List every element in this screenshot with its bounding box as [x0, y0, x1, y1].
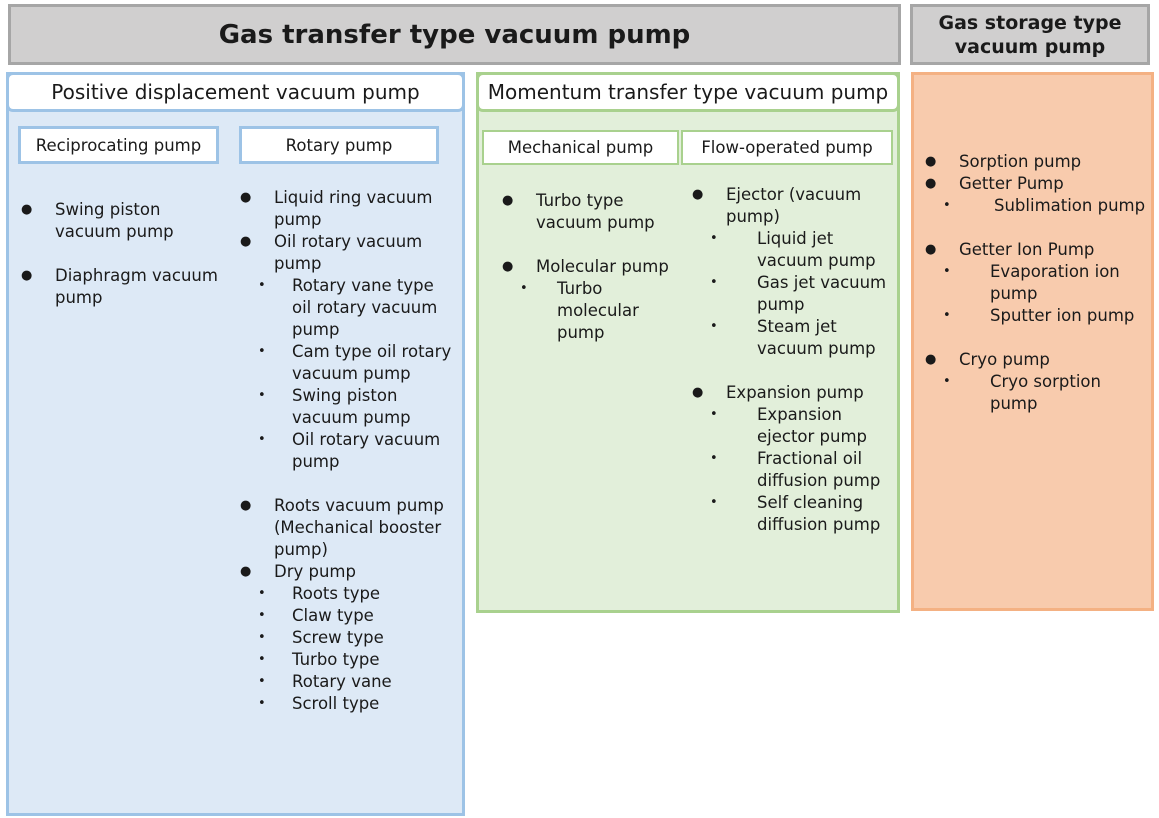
sub-list-item: Liquid jet vacuum pump: [692, 228, 887, 272]
rotary-pump-title-label: Rotary pump: [285, 135, 393, 155]
gas-transfer-header: Gas transfer type vacuum pump: [8, 4, 901, 65]
momentum-transfer-title: Momentum transfer type vacuum pump: [476, 72, 900, 112]
list-item: Turbo type vacuum pump: [502, 190, 677, 234]
list-item: Dry pump: [240, 561, 452, 583]
sub-list-item: Sublimation pump: [925, 195, 1150, 217]
sub-list-item: Scroll type: [240, 693, 452, 715]
sub-list-item: Sputter ion pump: [925, 305, 1150, 327]
list-item: Expansion pump: [692, 382, 887, 404]
list-item: Cryo pump: [925, 349, 1150, 371]
flow-operated-pump-title: Flow-operated pump: [681, 130, 893, 165]
gas-storage-header-line2: vacuum pump: [954, 35, 1106, 58]
sub-list-item: Turbo molecular pump: [502, 278, 677, 344]
gas-storage-header: Gas storage type vacuum pump: [910, 4, 1150, 65]
sub-list-item: Screw type: [240, 627, 452, 649]
list-item: Ejector (vacuum pump): [692, 184, 887, 228]
sub-list-item: Self cleaning diffusion pump: [692, 492, 887, 536]
sub-list-item: Evaporation ion pump: [925, 261, 1150, 305]
gas-transfer-header-label: Gas transfer type vacuum pump: [218, 19, 691, 50]
list-item: Swing piston vacuum pump: [21, 199, 226, 243]
sub-list-item: Turbo type: [240, 649, 452, 671]
reciprocating-pump-title-label: Reciprocating pump: [35, 135, 202, 155]
sub-list-item: Swing piston vacuum pump: [240, 385, 452, 429]
sub-list-item: Steam jet vacuum pump: [692, 316, 887, 360]
list-item: Sorption pump: [925, 151, 1150, 173]
positive-displacement-title-label: Positive displacement vacuum pump: [51, 80, 420, 104]
gas-storage-list: Sorption pump Getter Pump Sublimation pu…: [925, 151, 1150, 415]
flow-operated-pump-title-label: Flow-operated pump: [701, 138, 873, 157]
momentum-transfer-title-label: Momentum transfer type vacuum pump: [487, 80, 889, 104]
sub-list-item: Fractional oil diffusion pump: [692, 448, 887, 492]
sub-list-item: Expansion ejector pump: [692, 404, 887, 448]
sub-list-item: Rotary vane: [240, 671, 452, 693]
sub-list-item: Rotary vane type oil rotary vacuum pump: [240, 275, 452, 341]
mechanical-pump-title: Mechanical pump: [482, 130, 679, 165]
sub-list-item: Cam type oil rotary vacuum pump: [240, 341, 452, 385]
list-item: Getter Pump: [925, 173, 1150, 195]
sub-list-item: Roots type: [240, 583, 452, 605]
sub-list-item: Gas jet vacuum pump: [692, 272, 887, 316]
list-item: Molecular pump: [502, 256, 677, 278]
list-item: Oil rotary vacuum pump: [240, 231, 452, 275]
sub-list-item: Oil rotary vacuum pump: [240, 429, 452, 473]
list-item: Liquid ring vacuum pump: [240, 187, 452, 231]
list-item: Roots vacuum pump (Mechanical booster pu…: [240, 495, 452, 561]
gas-storage-header-line1: Gas storage type: [938, 11, 1122, 34]
positive-displacement-title: Positive displacement vacuum pump: [6, 72, 465, 112]
list-item: Getter Ion Pump: [925, 239, 1150, 261]
sub-list-item: Claw type: [240, 605, 452, 627]
reciprocating-pump-list: Swing piston vacuum pump Diaphragm vacuu…: [21, 199, 226, 309]
rotary-pump-title: Rotary pump: [239, 126, 439, 164]
flow-operated-pump-list: Ejector (vacuum pump) Liquid jet vacuum …: [692, 184, 887, 536]
list-item: Diaphragm vacuum pump: [21, 265, 226, 309]
reciprocating-pump-title: Reciprocating pump: [18, 126, 219, 164]
sub-list-item: Cryo sorption pump: [925, 371, 1150, 415]
mechanical-pump-title-label: Mechanical pump: [507, 138, 654, 157]
mechanical-pump-list: Turbo type vacuum pump Molecular pump Tu…: [502, 190, 677, 344]
rotary-pump-list: Liquid ring vacuum pump Oil rotary vacuu…: [240, 187, 452, 715]
